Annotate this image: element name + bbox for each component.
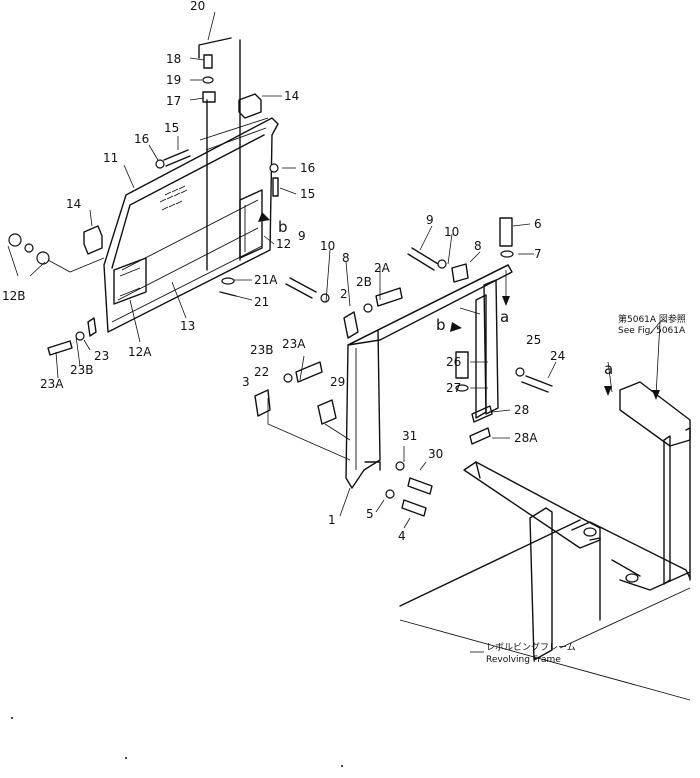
callout-c12B: 12B (2, 289, 26, 303)
callout-c2B: 2B (356, 275, 372, 289)
callout-c21A: 21A (254, 273, 278, 287)
frame-caption-en: Revolving Frame (486, 655, 561, 665)
callout-c15a: 15 (164, 121, 179, 135)
callout-c12a: 12 (276, 237, 291, 251)
callout-c23A2: 23A (282, 337, 306, 351)
door-panel-assembly (83, 37, 279, 333)
callout-ca2: a (604, 360, 613, 378)
callout-c13: 13 (180, 319, 195, 333)
callout-c22: 22 (254, 365, 269, 379)
direction-arrows (258, 212, 660, 400)
callout-c9a: 9 (298, 229, 306, 243)
callout-c20: 20 (190, 0, 205, 13)
callout-c2: 2 (340, 287, 348, 301)
callout-cb2: b (436, 316, 446, 334)
callout-c14b: 14 (66, 197, 81, 211)
callout-c23B2: 23B (250, 343, 274, 357)
callout-c19: 19 (166, 73, 181, 87)
callout-c6: 6 (534, 217, 542, 231)
callout-c31: 31 (402, 429, 417, 443)
callout-c21: 21 (254, 295, 269, 309)
main-frame-assembly (254, 264, 513, 489)
reference-note: 第5061A 図参照 See Fig. 5061A (618, 313, 686, 336)
callout-c17: 17 (166, 94, 181, 108)
callout-c1: 1 (328, 513, 336, 527)
reference-note-en: See Fig. 5061A (618, 326, 686, 336)
callout-ca1: a (500, 308, 509, 326)
callout-c8a: 8 (342, 251, 350, 265)
callout-c9b: 9 (426, 213, 434, 227)
frame-caption: レボルビングフレーム Revolving Frame (486, 641, 576, 665)
right-hardware (407, 217, 553, 445)
revolving-frame-structure (399, 381, 691, 701)
callout-c16a: 16 (134, 132, 149, 146)
callout-c23: 23 (94, 349, 109, 363)
callout-c3: 3 (242, 375, 250, 389)
callout-c28A: 28A (514, 431, 538, 445)
hinge-pin-set-12b (7, 233, 105, 277)
callout-c15b: 15 (300, 187, 315, 201)
callout-c23B1: 23B (70, 363, 94, 377)
callout-c5: 5 (366, 507, 374, 521)
callout-c14a: 14 (284, 89, 299, 103)
callout-c4: 4 (398, 529, 406, 543)
frame-caption-jp: レボルビングフレーム (486, 641, 576, 653)
center-hardware (283, 277, 433, 517)
callout-c23A1: 23A (40, 377, 64, 391)
callout-c11: 11 (103, 151, 118, 165)
callout-c8b: 8 (474, 239, 482, 253)
leader-lines (55, 11, 661, 653)
scan-specks (11, 717, 343, 767)
callout-c7: 7 (534, 247, 542, 261)
callout-c12A: 12A (128, 345, 152, 359)
callout-c26: 26 (446, 355, 461, 369)
callout-c25: 25 (526, 333, 541, 347)
callout-c10a: 10 (320, 239, 335, 253)
callout-c16b: 16 (300, 161, 315, 175)
callout-c10b: 10 (444, 225, 459, 239)
callout-c18: 18 (166, 52, 181, 66)
callout-c24: 24 (550, 349, 565, 363)
callout-c28: 28 (514, 403, 529, 417)
callout-cb1: b (278, 218, 288, 236)
bolt-set-23 (47, 317, 97, 356)
reference-note-jp: 第5061A 図参照 (618, 313, 686, 325)
callout-c29: 29 (330, 375, 345, 389)
callout-c27: 27 (446, 381, 461, 395)
callout-c30: 30 (428, 447, 443, 461)
callout-c2A: 2A (374, 261, 391, 275)
